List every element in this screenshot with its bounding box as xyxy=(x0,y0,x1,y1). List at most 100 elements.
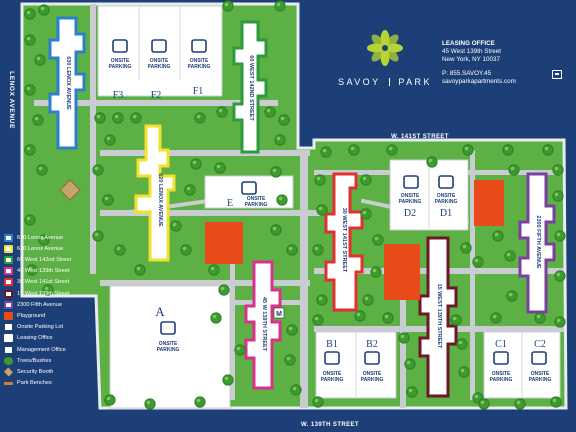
tree-icon xyxy=(554,230,566,242)
building-45-w139 xyxy=(244,260,282,390)
parking-lot-a xyxy=(109,285,231,409)
tree-icon xyxy=(270,224,282,236)
office-phone[interactable]: P: 855.SAVOY.45 xyxy=(442,70,492,77)
car-icon xyxy=(241,181,257,195)
lot-label-d2: D2 xyxy=(404,208,416,219)
brand: SAVOY PARK xyxy=(330,28,440,90)
parking-text: ONSITE xyxy=(401,193,420,199)
lot-label-b2: B2 xyxy=(366,339,378,350)
parking-text: PARKING xyxy=(529,377,552,383)
tree-icon xyxy=(24,8,36,20)
tree-icon xyxy=(274,134,286,146)
parking-text: ONSITE xyxy=(247,196,266,202)
tree-icon xyxy=(312,244,324,256)
legend-label: Trees/Bushes xyxy=(17,357,52,364)
tree-icon xyxy=(34,54,46,66)
tree-icon xyxy=(36,164,48,176)
parking-text: ONSITE xyxy=(150,58,169,64)
tree-icon xyxy=(92,164,104,176)
parking-text: PARKING xyxy=(399,199,422,205)
legend-item: Leasing Office xyxy=(4,333,53,344)
tree-icon xyxy=(284,354,296,366)
building-label-630-lenox: 630 LENOX AVENUE xyxy=(65,56,71,110)
office-address-2: New York, NY 10037 xyxy=(442,56,500,63)
parking-text: ONSITE xyxy=(190,58,209,64)
tree-icon xyxy=(372,234,384,246)
building-15-w139 xyxy=(418,236,458,398)
tree-icon xyxy=(478,398,490,410)
savoy-park-logo xyxy=(367,30,403,66)
parking-text: ONSITE xyxy=(531,371,550,377)
legend-item: 30 West 141st Street xyxy=(4,277,69,288)
tree-icon xyxy=(316,204,328,216)
trees xyxy=(24,0,566,410)
car-icon xyxy=(160,321,176,335)
tree-icon xyxy=(94,112,106,124)
car-icon xyxy=(493,351,509,365)
tree-icon xyxy=(450,314,462,326)
tree-icon xyxy=(270,166,282,178)
tree-icon xyxy=(456,338,468,350)
office-website[interactable]: savoyparkapartments.com xyxy=(442,78,516,85)
legend-item: Park Benches xyxy=(4,378,52,389)
parking-text: PARKING xyxy=(188,64,211,70)
tree-icon xyxy=(274,0,286,12)
tree-icon xyxy=(276,194,288,206)
parking-text: ONSITE xyxy=(437,193,456,199)
buildings xyxy=(48,16,556,398)
playgrounds xyxy=(205,180,504,300)
management-office-icon xyxy=(273,307,285,319)
security-booth-icon xyxy=(59,179,81,201)
legend-label: 15 West 139th Street xyxy=(17,290,70,297)
building-2300-fifth xyxy=(518,172,556,314)
tree-icon xyxy=(554,316,566,328)
tree-icon xyxy=(112,112,124,124)
parking-text: PARKING xyxy=(490,377,513,383)
legend-item: 620 Lenox Avenue xyxy=(4,243,63,254)
tree-icon xyxy=(24,34,36,46)
legend-label: 45 West 139th Street xyxy=(17,268,70,275)
legend-label: Security Booth xyxy=(17,368,54,375)
logo-leaf xyxy=(371,34,386,49)
legend-item: Security Booth xyxy=(3,366,54,377)
tree-icon xyxy=(382,312,394,324)
tree-icon xyxy=(114,244,126,256)
playground xyxy=(474,180,504,226)
tree-icon xyxy=(460,242,472,254)
building-swatch-icon xyxy=(4,255,13,264)
car-icon xyxy=(112,39,128,53)
tree-icon xyxy=(360,208,372,220)
parking-text: ONSITE xyxy=(111,58,130,64)
tree-icon xyxy=(386,144,398,156)
tree-icon xyxy=(514,398,526,410)
tree-icon xyxy=(190,158,202,170)
lot-label-a: A xyxy=(155,304,165,319)
security-booth-icon xyxy=(3,367,14,377)
legend-label: 630 Lenox Avenue xyxy=(17,234,64,241)
tree-icon xyxy=(38,4,50,16)
legend-label: Management Office xyxy=(17,346,66,353)
legend-label: Leasing Office xyxy=(17,335,53,342)
tree-icon xyxy=(348,144,360,156)
building-swatch-icon xyxy=(4,233,13,242)
building-label-620-lenox: 620 LENOX AVENUE xyxy=(157,173,163,227)
playground xyxy=(205,222,243,264)
car-icon xyxy=(403,175,419,189)
building-label-45-w139: 45 W 139TH STREET xyxy=(261,297,267,352)
tree-icon xyxy=(490,312,502,324)
tree-icon xyxy=(222,374,234,386)
parking-icons xyxy=(112,39,547,365)
tree-icon xyxy=(286,324,298,336)
tree-icon xyxy=(398,332,410,344)
tree-icon xyxy=(92,230,104,242)
tree-icon xyxy=(502,144,514,156)
parking-text: PARKING xyxy=(148,64,171,70)
equal-housing-icon xyxy=(552,70,562,79)
tree-icon xyxy=(134,264,146,276)
tree-icon xyxy=(406,386,418,398)
parking-text: PARKING xyxy=(109,64,132,70)
tree-icon xyxy=(312,314,324,326)
legend-label: 620 Lenox Avenue xyxy=(17,245,64,252)
